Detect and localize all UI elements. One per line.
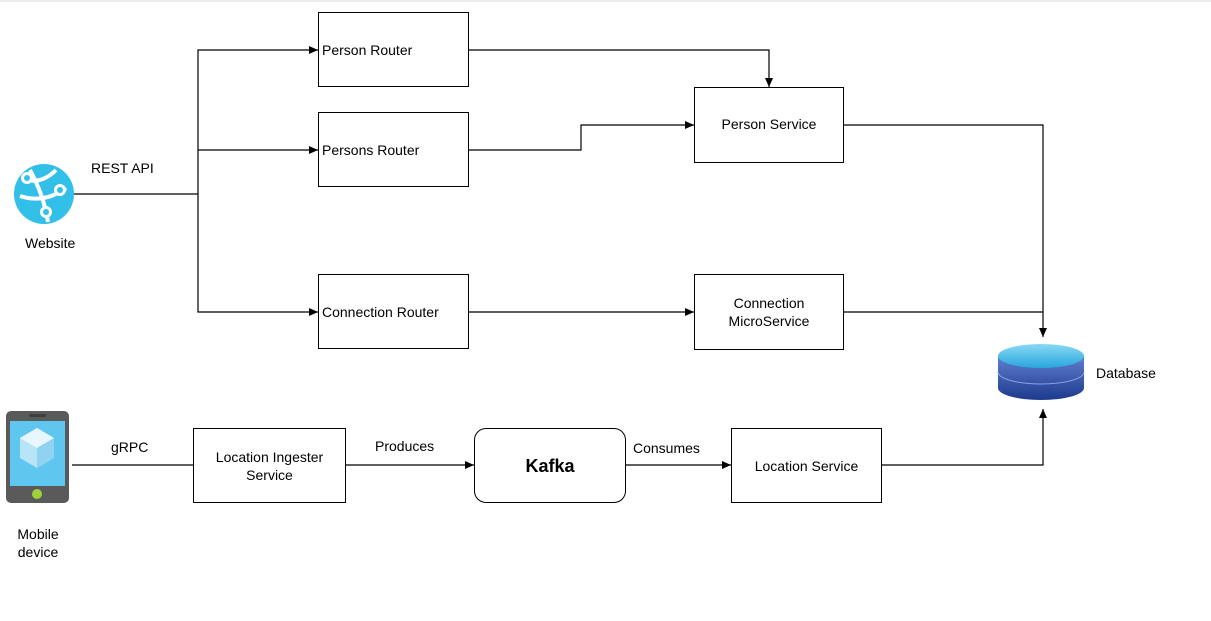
- node-persons-router: Persons Router: [318, 112, 469, 187]
- website-label: Website: [25, 235, 76, 251]
- mobile-device-label: Mobile device: [17, 526, 59, 560]
- node-connection-router: Connection Router: [318, 274, 469, 349]
- node-location-service: Location Service: [731, 428, 882, 503]
- node-kafka: Kafka: [474, 428, 626, 503]
- edge-to-person-router: [197, 46, 318, 194]
- node-label: Person Service: [721, 116, 817, 132]
- edge-label-rest-api: REST API: [91, 160, 154, 176]
- edge-person-router-to-person-service: [469, 49, 773, 87]
- edge-label-consumes: Consumes: [633, 440, 700, 456]
- node-label: Location Service: [754, 457, 859, 474]
- node-label: Persons Router: [322, 141, 420, 158]
- edge-to-connection-router: [197, 194, 318, 316]
- node-label: Person Router: [322, 41, 413, 58]
- node-label: Kafka: [525, 455, 575, 476]
- database-label: Database: [1096, 365, 1156, 381]
- globe-network-icon: [14, 164, 74, 224]
- edge-label-grpc: gRPC: [111, 439, 149, 455]
- edge-persons-router-to-person-service: [469, 121, 694, 151]
- node-label: Location Ingester Service: [215, 448, 324, 483]
- node-person-router: Person Router: [318, 12, 469, 87]
- node-connection-microservice: Connection MicroService: [694, 274, 844, 350]
- node-location-ingester-service: Location Ingester Service: [193, 428, 346, 503]
- edge-person-service-to-database: [844, 124, 1047, 337]
- node-label: Connection Router: [322, 303, 439, 320]
- mobile-phone-icon: [6, 411, 69, 503]
- node-label: Connection MicroService: [728, 295, 810, 329]
- edge-label-produces: Produces: [375, 438, 435, 454]
- database-cylinder-icon: [997, 344, 1085, 400]
- edge-location-service-to-database: [882, 409, 1047, 466]
- node-person-service: Person Service: [694, 87, 844, 163]
